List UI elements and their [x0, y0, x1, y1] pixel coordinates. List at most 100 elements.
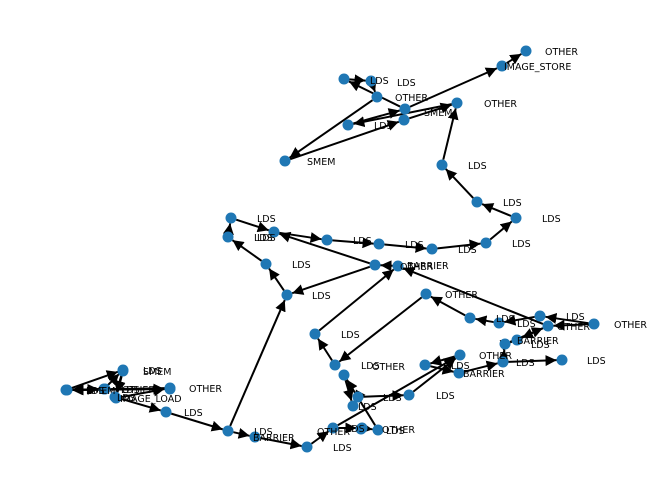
graph-node-n57	[355, 423, 367, 435]
edge-n49-n48	[233, 428, 250, 439]
edge-n23-n22	[291, 265, 371, 295]
graph-node-n39	[454, 349, 466, 361]
node-label-n26: LDS	[361, 361, 380, 372]
node-label-n37: BARRIER	[463, 369, 505, 380]
graph-node-n1	[520, 45, 532, 57]
edge-layer	[70, 53, 589, 450]
node-label-n11: LDS	[468, 161, 487, 172]
edge-n51-n50	[119, 397, 162, 413]
node-label-n17: LDS	[353, 236, 372, 247]
edge-n12-n11	[445, 168, 474, 199]
node-label-n1: OTHER	[545, 47, 578, 58]
node-label-n7: OTHER	[484, 99, 517, 110]
node-label-n57: OTHER	[382, 425, 415, 436]
graph-node-n33	[511, 334, 523, 346]
node-label-n60: SMEM	[87, 386, 115, 397]
graph-node-n7	[451, 97, 463, 109]
node-label-n52: LDS	[143, 366, 162, 377]
graph-node-n27	[420, 288, 432, 300]
node-label-n41: LDS	[383, 393, 402, 404]
graph-node-n24	[392, 260, 404, 272]
node-label-n49: LDS	[254, 427, 273, 438]
graph-node-n43	[338, 369, 350, 381]
graph-node-n28	[464, 312, 476, 324]
node-label-n31: OTHER	[557, 322, 590, 333]
edge-n39-n38	[430, 355, 455, 366]
node-label-n2: IMAGE_STORE	[504, 62, 571, 73]
edge-n16-n15	[384, 241, 427, 253]
graph-node-n58	[117, 365, 129, 377]
node-label-n8: LDS	[374, 121, 393, 132]
node-label-n38: LDS	[451, 361, 470, 372]
node-label-n13: LDS	[542, 214, 561, 225]
graph-node-n49	[222, 425, 234, 437]
node-label-n20: LDS	[254, 233, 273, 244]
graph-node-n13	[510, 212, 522, 224]
edge-n7-n8	[353, 103, 452, 128]
graph-node-n12	[471, 196, 483, 208]
node-label-n22: LDS	[312, 291, 331, 302]
node-label-n42: LDS	[358, 402, 377, 413]
graph-node-n4	[338, 73, 350, 85]
node-label-n46: OTHER	[317, 427, 350, 438]
graph-node-n38	[419, 359, 431, 371]
graph-node-n37	[453, 367, 465, 379]
graph-node-n8	[342, 119, 354, 131]
node-label-n51: LDS	[117, 393, 136, 404]
edge-n3-n5	[366, 79, 377, 93]
node-label-n12: LDS	[503, 198, 522, 209]
graph-node-n5	[371, 91, 383, 103]
node-label-n6: OTHER	[395, 93, 428, 104]
graph-node-n30	[534, 310, 546, 322]
node-label-n10: SMEM	[307, 157, 335, 168]
edge-n19-n18	[235, 218, 270, 233]
edge-n14-n13	[489, 220, 513, 241]
node-label-n54: LDS	[86, 386, 105, 397]
graph-node-n34	[556, 354, 568, 366]
node-label-n19: LDS	[257, 214, 276, 225]
graph-node-n9	[398, 114, 410, 126]
node-label-n40: LDS	[436, 391, 455, 402]
node-label-n50: LDS	[184, 408, 203, 419]
graph-node-n48	[249, 431, 261, 443]
edge-n41-n40	[363, 390, 404, 402]
edge-n48-n47	[260, 437, 302, 450]
graph-node-n32	[588, 318, 600, 330]
graph-node-n3	[365, 75, 377, 87]
node-label-n33: BARRIER	[517, 336, 559, 347]
graph-node-n42	[347, 400, 359, 412]
graph-node-n16	[373, 238, 385, 250]
graph-node-n11	[436, 159, 448, 171]
node-label-n58: SMEM	[143, 367, 171, 378]
edge-n23-n18	[278, 231, 371, 265]
node-label-n55: OTHER	[189, 384, 222, 395]
graph-node-n19	[225, 212, 237, 224]
node-label-n32: OTHER	[614, 320, 647, 331]
edge-n20-n19	[222, 223, 234, 236]
graph-node-n10	[279, 155, 291, 167]
edge-n2-n1	[506, 53, 522, 65]
node-label-n14: LDS	[512, 239, 531, 250]
node-label-n25: LDS	[341, 330, 360, 341]
graph-node-n22	[281, 289, 293, 301]
graph-node-n25	[309, 328, 321, 340]
node-label-n30: LDS	[566, 312, 585, 323]
graph-node-n44	[372, 424, 384, 436]
edge-n46-n39	[337, 356, 456, 427]
node-label-n35: LDS	[531, 340, 550, 351]
node-label-n15: LDS	[458, 245, 477, 256]
edge-n49-n22	[229, 299, 286, 427]
edge-n56-n55	[121, 385, 165, 398]
edge-n9-n7	[408, 102, 453, 120]
graph-node-n41	[352, 391, 364, 403]
edge-n53-n52	[107, 373, 120, 386]
graph-node-n29	[493, 317, 505, 329]
edge-n17-n16	[332, 237, 374, 249]
node-label-n21: LDS	[292, 260, 311, 271]
node-layer	[60, 45, 600, 453]
node-label-n3: LDS	[397, 78, 416, 89]
node-label-n24: OTHER	[400, 262, 433, 273]
edge-n6-n2	[409, 67, 498, 108]
edge-n13-n12	[481, 203, 512, 217]
